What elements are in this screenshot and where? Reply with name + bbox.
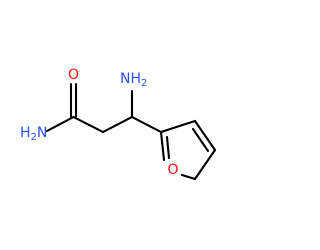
atom-o-carbonyl: O (68, 67, 79, 83)
bond-ch2-ch (101, 115, 134, 134)
atom-n-amide: H2N (20, 125, 47, 143)
atom-n-amide-subscript: 2 (31, 132, 37, 143)
molecule-structure: O H2N NH2 O (20, 67, 217, 181)
bond-furan-c2-double-inner (165, 135, 171, 160)
atom-n-amine-nh: NH (120, 71, 141, 87)
bond-furan-c3-c4-inner (191, 127, 210, 153)
atom-labels: O H2N NH2 O (20, 67, 179, 178)
bond-furan-o-c2 (159, 130, 166, 162)
bond-c-ch2 (72, 115, 105, 134)
structure-canvas: O H2N NH2 O (20, 67, 217, 181)
bond-furan-c4-c5 (193, 148, 217, 181)
atom-n-amine-subscript: 2 (141, 78, 147, 89)
bonds (45, 82, 217, 181)
atom-n-amide-h: H (20, 125, 31, 141)
atom-o-furan: O (167, 162, 178, 178)
bond-ch-furan (130, 115, 163, 134)
bond-furan-c2-c3 (159, 119, 197, 134)
bond-furan-c3-c4 (193, 119, 217, 152)
bond-c-n-amide (45, 115, 75, 133)
atom-n-amine: NH2 (120, 71, 147, 89)
atom-n-amide-n: N (37, 125, 47, 141)
bond-furan-c5-o (180, 173, 197, 181)
